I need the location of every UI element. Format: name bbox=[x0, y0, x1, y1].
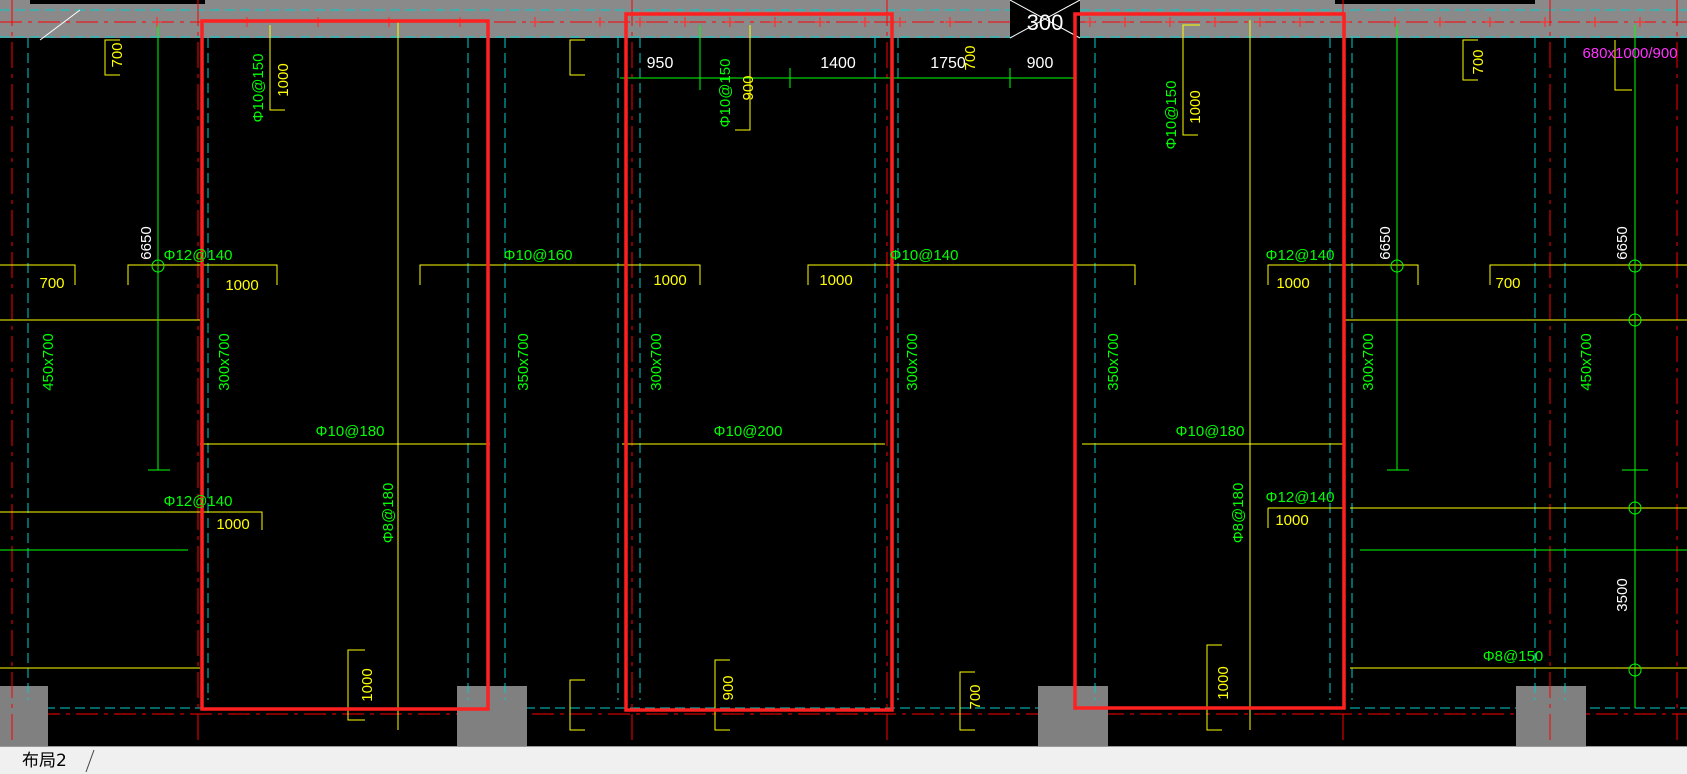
label-t18: 1000 bbox=[225, 277, 258, 294]
top-beam-band: 300 bbox=[0, 0, 1687, 41]
label-t38: Φ10@180 bbox=[1176, 423, 1245, 440]
label-t49: 700 bbox=[967, 684, 984, 709]
grid-lines bbox=[11, 0, 1678, 746]
label-t29: 300x700 bbox=[216, 333, 233, 391]
label-t26: 700 bbox=[1495, 275, 1520, 292]
label-t25: 6650 bbox=[1377, 226, 1394, 259]
bottom-beam bbox=[0, 686, 1687, 746]
label-t27: 6650 bbox=[1614, 226, 1631, 259]
label-t11: 900 bbox=[740, 75, 757, 100]
label-t35: 450x700 bbox=[1578, 333, 1595, 391]
label-t39: Φ12@140 bbox=[164, 493, 233, 510]
label-t33: 350x700 bbox=[1105, 333, 1122, 391]
label-t36: Φ10@180 bbox=[316, 423, 385, 440]
label-t9: 1000 bbox=[275, 63, 292, 96]
markup-rect-1 bbox=[200, 19, 490, 711]
label-t31: 300x700 bbox=[648, 333, 665, 391]
label-t20: 1000 bbox=[653, 272, 686, 289]
label-t15: 6650 bbox=[138, 226, 155, 259]
label-t2: 1400 bbox=[820, 55, 856, 72]
layout-tab-bar: 布局2 bbox=[0, 746, 1687, 774]
label-t10: Φ10@150 bbox=[717, 59, 734, 128]
label-t41: Φ8@180 bbox=[380, 483, 397, 544]
label-t12: Φ10@150 bbox=[1163, 81, 1180, 150]
column-1 bbox=[0, 686, 48, 746]
label-t47: 1000 bbox=[359, 668, 376, 701]
dimension-lines bbox=[0, 25, 1687, 708]
label-t34: 300x700 bbox=[1360, 333, 1377, 391]
label-t43: 1000 bbox=[1275, 512, 1308, 529]
column-3 bbox=[1038, 686, 1108, 746]
label-t48: 900 bbox=[720, 675, 737, 700]
markup-rect-3 bbox=[1073, 12, 1346, 710]
label-t28: 450x700 bbox=[40, 333, 57, 391]
label-t19: Φ10@160 bbox=[504, 247, 573, 264]
tab-layout2[interactable]: 布局2 bbox=[22, 751, 67, 771]
label-t3: 1750 bbox=[930, 55, 966, 72]
label-t45: 3500 bbox=[1614, 578, 1631, 611]
label-t23: Φ12@140 bbox=[1266, 247, 1335, 264]
label-t46: Φ8@150 bbox=[1483, 648, 1544, 665]
label-t30: 350x700 bbox=[515, 333, 532, 391]
label-t1: 950 bbox=[647, 55, 674, 72]
label-t14: 700 bbox=[1470, 49, 1487, 74]
label-t40: 1000 bbox=[216, 516, 249, 533]
label-t6: 680x1000/900 bbox=[1582, 45, 1677, 62]
label-t21: 1000 bbox=[819, 272, 852, 289]
label-t7: 700 bbox=[109, 42, 126, 67]
labels: 950 1400 1750 900 700 680x1000/900 700 Φ… bbox=[39, 42, 1677, 709]
label-t8: Φ10@150 bbox=[250, 54, 267, 123]
column-4 bbox=[1516, 686, 1586, 746]
tab-separator bbox=[85, 749, 95, 773]
markup-rectangles bbox=[200, 12, 1346, 712]
cad-drawing-canvas[interactable]: 300 bbox=[0, 0, 1687, 746]
label-t13: 1000 bbox=[1187, 90, 1204, 123]
label-t24: 1000 bbox=[1276, 275, 1309, 292]
label-t4: 900 bbox=[1027, 55, 1054, 72]
label-t22: Φ10@140 bbox=[890, 247, 959, 264]
label-t50: 1000 bbox=[1215, 666, 1232, 699]
label-t5: 700 bbox=[962, 45, 979, 70]
label-t44: Φ8@180 bbox=[1230, 483, 1247, 544]
markup-rect-2 bbox=[624, 12, 894, 712]
label-t32: 300x700 bbox=[904, 333, 921, 391]
label-t17: 700 bbox=[39, 275, 64, 292]
label-t37: Φ10@200 bbox=[714, 423, 783, 440]
column-2 bbox=[457, 686, 527, 746]
cut-label: 300 bbox=[1027, 10, 1064, 35]
label-t16: Φ12@140 bbox=[164, 247, 233, 264]
label-t42: Φ12@140 bbox=[1266, 489, 1335, 506]
